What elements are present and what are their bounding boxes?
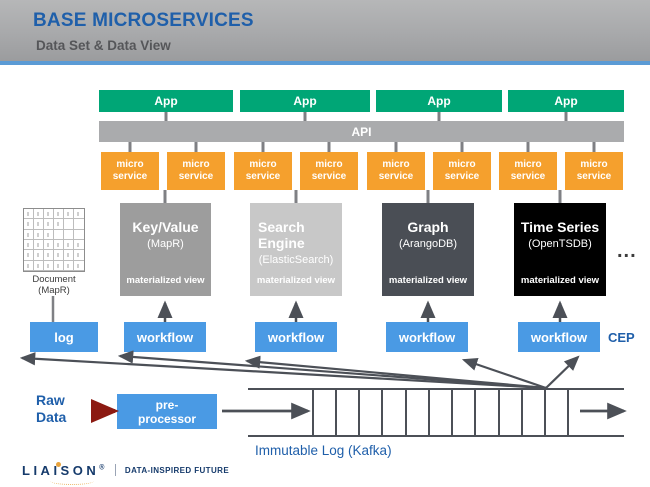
preprocessor-line2: processor	[137, 411, 197, 426]
datastore-subtitle: (MapR)	[147, 238, 184, 250]
page-subtitle: Data Set & Data View	[36, 38, 171, 53]
page-title: BASE MICROSERVICES	[33, 10, 254, 31]
kafka-fanout-arrows	[19, 350, 580, 390]
app-label: App	[154, 94, 178, 108]
api-bar[interactable]: API	[99, 121, 624, 142]
logo-brand-text: LIAISON®	[22, 461, 108, 485]
workflow-label: workflow	[530, 329, 588, 345]
workflow-label: workflow	[136, 329, 194, 345]
microservice-box-3[interactable]: micro service	[234, 152, 292, 190]
microservice-label-line2: service	[378, 171, 414, 182]
microservice-label-line2: service	[576, 171, 612, 182]
app-label: App	[554, 94, 578, 108]
logo-registered-mark: ®	[99, 464, 108, 472]
datastore-search-engine[interactable]: Search Engine (ElasticSearch) materializ…	[250, 203, 342, 296]
raw-data-line1: Raw	[36, 392, 65, 408]
document-label-line1: Document	[32, 274, 76, 285]
datastore-title: Key/Value	[132, 219, 199, 235]
datastore-note: materialized view	[388, 275, 468, 286]
document-grid-icon	[23, 208, 85, 272]
microservice-label-line2: service	[510, 171, 546, 182]
workflow-label: workflow	[398, 329, 456, 345]
workflow-datastore-arrows	[157, 300, 568, 322]
microservice-label-line1: micro	[448, 159, 476, 170]
microservice-label-line1: micro	[382, 159, 410, 170]
log-label: log	[54, 329, 74, 345]
datastore-subtitle: (OpenTSDB)	[528, 238, 592, 250]
microservice-box-2[interactable]: micro service	[167, 152, 225, 190]
app-box-1[interactable]: App	[99, 90, 233, 112]
logo-tagline: DATA-INSPIRED FUTURE	[124, 465, 230, 475]
app-box-4[interactable]: App	[508, 90, 624, 112]
raw-data-label: Raw Data	[36, 392, 98, 426]
microservice-box-8[interactable]: micro service	[565, 152, 623, 190]
microservice-box-1[interactable]: micro service	[101, 152, 159, 190]
datastore-title: Search Engine	[258, 219, 305, 251]
microservice-box-5[interactable]: micro service	[367, 152, 425, 190]
api-label: API	[351, 124, 372, 139]
logo-accent-dot-icon	[56, 461, 61, 467]
datastore-graph[interactable]: Graph (ArangoDB) materialized view	[382, 203, 474, 296]
header-accent-rule	[0, 61, 650, 65]
datastore-title: Graph	[407, 219, 449, 235]
workflow-box-4[interactable]: workflow	[518, 322, 600, 352]
microservice-box-4[interactable]: micro service	[300, 152, 358, 190]
kafka-log-label: Immutable Log (Kafka)	[255, 443, 392, 458]
workflow-box-3[interactable]: workflow	[386, 322, 468, 352]
datastore-subtitle: (ArangoDB)	[398, 238, 458, 250]
datastore-note: materialized view	[520, 275, 600, 286]
app-label: App	[293, 94, 317, 108]
microservice-label-line2: service	[245, 171, 281, 182]
slide-header	[0, 0, 650, 61]
logo-swoosh-icon	[50, 477, 94, 485]
datastore-subtitle: (ElasticSearch)	[258, 254, 334, 266]
microservice-label-line2: service	[178, 171, 214, 182]
microservice-label-line1: micro	[315, 159, 343, 170]
app-box-2[interactable]: App	[240, 90, 370, 112]
cep-label: CEP	[608, 330, 635, 345]
preprocessor-box[interactable]: pre- processor	[117, 394, 217, 429]
logo-divider	[114, 464, 116, 476]
microservice-box-7[interactable]: micro service	[499, 152, 557, 190]
log-box[interactable]: log	[30, 322, 98, 352]
microservice-label-line2: service	[444, 171, 480, 182]
app-api-connectors	[164, 112, 568, 121]
microservice-label-line2: service	[112, 171, 148, 182]
microservice-label-line1: micro	[514, 159, 542, 170]
workflow-box-2[interactable]: workflow	[255, 322, 337, 352]
datastore-note: materialized view	[256, 275, 336, 286]
raw-data-line2: Data	[36, 409, 67, 425]
app-label: App	[427, 94, 451, 108]
microservice-label-line1: micro	[116, 159, 144, 170]
datastore-note: materialized view	[126, 275, 205, 286]
microservice-label-line1: micro	[182, 159, 210, 170]
kafka-log-diagram	[248, 388, 624, 437]
logo-brand-name: LIAISON	[22, 462, 100, 478]
microservice-datastore-connectors	[163, 190, 562, 203]
microservice-label-line2: service	[311, 171, 347, 182]
document-store-label: Document (MapR)	[8, 274, 100, 296]
microservice-box-6[interactable]: micro service	[433, 152, 491, 190]
datastore-key-value[interactable]: Key/Value (MapR) materialized view	[120, 203, 211, 296]
api-microservice-connectors	[128, 142, 596, 152]
workflow-label: workflow	[267, 329, 325, 345]
workflow-box-1[interactable]: workflow	[124, 322, 206, 352]
microservice-label-line1: micro	[580, 159, 608, 170]
more-datastores-ellipsis: ...	[617, 240, 637, 262]
datastore-time-series[interactable]: Time Series (OpenTSDB) materialized view	[514, 203, 606, 296]
app-box-3[interactable]: App	[376, 90, 502, 112]
datastore-title: Time Series	[520, 219, 600, 235]
liaison-logo: LIAISON® DATA-INSPIRED FUTURE	[22, 459, 230, 485]
microservice-label-line1: micro	[249, 159, 277, 170]
document-label-line2: (MapR)	[38, 285, 70, 296]
preprocessor-line1: pre-	[155, 397, 179, 412]
